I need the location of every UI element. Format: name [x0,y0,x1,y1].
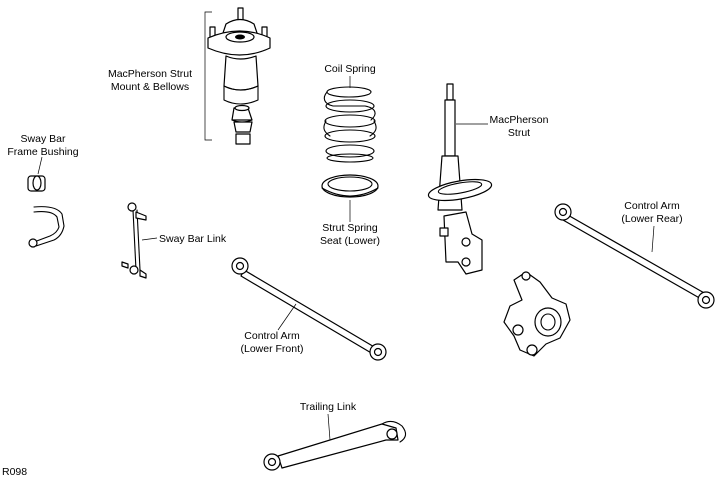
label-bushing-line1: Sway Bar [20,133,66,145]
sway-bar-part [29,207,64,247]
diagram-code: R098 [2,466,28,478]
knuckle-part [504,272,570,356]
label-arm-rear-line2: (Lower Rear) [621,212,683,225]
label-coil-spring: Coil Spring [324,63,376,75]
label-sway-bar-bushing: Sway Bar Frame Bushing [4,133,82,158]
strut-mount-part [208,8,270,144]
coil-spring-part [324,87,376,162]
label-macpherson-strut: MacPherson Strut [486,114,552,139]
control-arm-rear-part [555,204,714,308]
control-arm-front-part [232,258,386,360]
leader-lines [38,76,654,440]
label-mount-line2: Mount & Bellows [110,80,190,93]
sway-link-part [122,203,146,278]
label-seat-line1: Strut Spring [322,222,378,234]
label-arm-front-line1: Control Arm [244,330,300,342]
label-mount-bellows: MacPherson Strut Mount & Bellows [98,68,202,93]
trailing-link-part [264,421,406,470]
label-sway-bar-link: Sway Bar Link [159,233,227,245]
label-control-arm-front: Control Arm (Lower Front) [232,330,312,355]
label-trailing-link: Trailing Link [299,401,357,413]
spring-seat-part [322,175,378,197]
label-arm-rear-line1: Control Arm [624,200,680,212]
sway-bushing-part [28,176,45,191]
label-seat-line2: Seat (Lower) [319,234,381,247]
label-strut-line1: MacPherson [489,114,549,126]
label-spring-seat: Strut Spring Seat (Lower) [306,222,394,247]
label-control-arm-rear: Control Arm (Lower Rear) [612,200,692,225]
label-bushing-line2: Frame Bushing [7,145,79,158]
label-arm-front-line2: (Lower Front) [240,342,304,355]
macpherson-strut-part [427,84,493,274]
label-mount-line1: MacPherson Strut [107,68,193,80]
label-strut-line2: Strut [507,126,531,139]
